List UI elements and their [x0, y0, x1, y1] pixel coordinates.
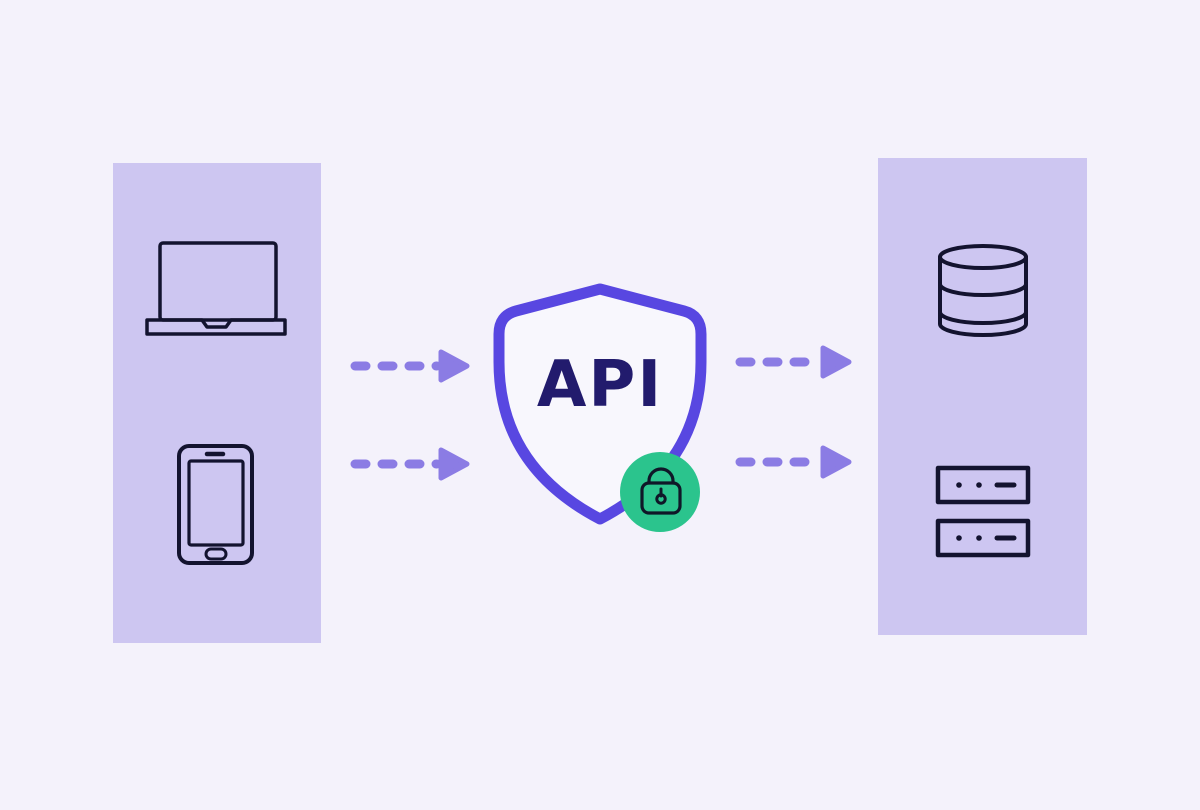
laptop-screen [158, 241, 278, 322]
database-body [938, 255, 1028, 337]
api-label: API [537, 348, 663, 422]
phone-screen [187, 459, 245, 547]
phone-home-button [204, 547, 228, 561]
laptop-icon [145, 241, 287, 336]
arrowhead [820, 445, 852, 479]
arrowhead [820, 345, 852, 379]
server-led [976, 535, 982, 541]
database-layer [938, 310, 1028, 325]
request-arrow-2 [350, 447, 470, 481]
request-arrows [350, 349, 470, 481]
server-led [956, 482, 962, 488]
server-icon [935, 465, 1031, 505]
backend-arrow-1 [735, 345, 852, 379]
server-chassis [935, 518, 1031, 558]
backend-arrows [735, 345, 852, 479]
server-chassis [935, 465, 1031, 505]
phone-body [177, 444, 254, 565]
server-icon [935, 518, 1031, 558]
request-arrow-1 [350, 349, 470, 383]
lock-keyhole [655, 493, 667, 505]
backend-arrow-2 [735, 445, 852, 479]
laptop-base [145, 318, 287, 336]
database-icon [938, 244, 1028, 337]
lock-body [640, 481, 682, 515]
lock-icon [640, 467, 682, 515]
server-led [976, 482, 982, 488]
arrowhead [438, 447, 470, 481]
smartphone-icon [177, 444, 254, 565]
clients-panel [113, 163, 321, 643]
lock-shackle [647, 467, 675, 485]
backend-panel [878, 158, 1087, 635]
database-layer [938, 282, 1028, 297]
server-led [956, 535, 962, 541]
arrowhead [438, 349, 470, 383]
